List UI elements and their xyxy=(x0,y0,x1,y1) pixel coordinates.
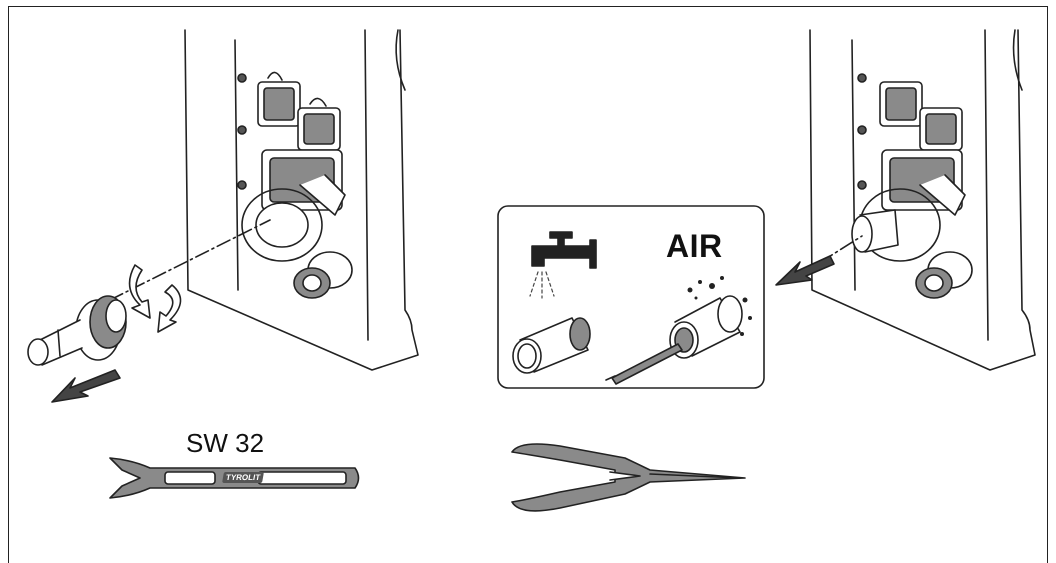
wrench-brand-logo: TYROLIT xyxy=(222,472,265,483)
water-spray xyxy=(529,271,555,299)
air-label: AIR xyxy=(666,228,723,264)
fitting-icon xyxy=(27,295,127,366)
air-particles xyxy=(687,276,752,336)
figure-frame xyxy=(8,6,1048,563)
machine-panel-right-icon xyxy=(809,29,1036,371)
machine-panel-left-icon xyxy=(184,29,419,371)
air-nozzle-icon xyxy=(605,295,743,385)
out-arrow-right xyxy=(775,255,835,286)
wrench-size-label: SW 32 xyxy=(186,428,265,458)
out-arrow-left xyxy=(51,369,121,403)
rotate-arrows-icon xyxy=(128,264,182,333)
pipe-icon xyxy=(512,317,591,374)
pliers-icon xyxy=(511,443,746,512)
tap-icon xyxy=(531,231,597,269)
